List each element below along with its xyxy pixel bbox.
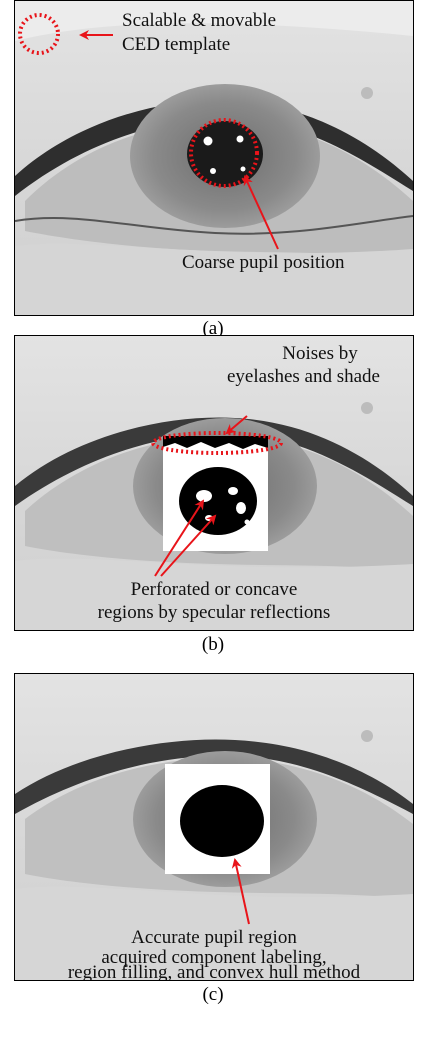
accurate-label-line3: region filling, and convex hull method: [15, 966, 413, 980]
panel-a-eye-image: Scalable & movable CED template Coarse p…: [14, 0, 414, 316]
ced-template-label-line1: Scalable & movable: [122, 9, 276, 32]
caption-c: (c): [14, 984, 412, 1006]
perforated-label-line1: Perforated or concave: [15, 578, 413, 601]
noise-label-line2: eyelashes and shade: [227, 365, 380, 388]
caption-b: (b): [14, 634, 412, 656]
ced-template-label-line2: CED template: [122, 33, 230, 56]
accurate-pupil-region: [165, 764, 270, 874]
noise-label-line1: Noises by: [225, 342, 414, 365]
panel-b-eye-image: Noises by eyelashes and shade Perforated…: [14, 335, 414, 631]
panel-c-eye-image: Accurate pupil region acquired component…: [14, 673, 414, 981]
perforated-label-line2: regions by specular reflections: [15, 601, 413, 624]
coarse-pupil-label: Coarse pupil position: [182, 251, 345, 274]
